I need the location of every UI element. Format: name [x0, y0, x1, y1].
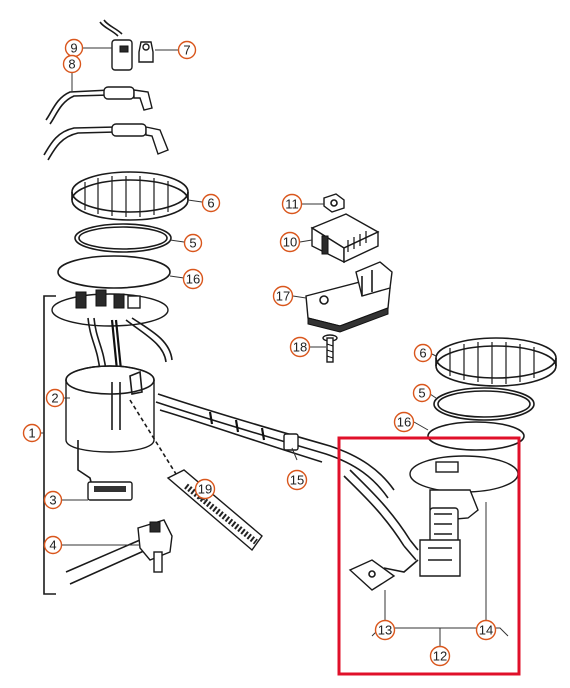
svg-text:14: 14: [479, 623, 493, 638]
callout-9: 9: [64, 38, 84, 58]
pump-module-part-1: [43, 289, 173, 595]
locking-ring-part-6-left: [71, 171, 189, 221]
cap-part-7: [138, 41, 154, 63]
relay-bracket-part-10: [310, 213, 380, 264]
callout-6-left: 6: [201, 193, 221, 213]
callout-2: 2: [45, 388, 65, 408]
svg-text:16: 16: [397, 415, 411, 430]
svg-text:16: 16: [186, 272, 200, 287]
svg-text:4: 4: [49, 538, 56, 553]
svg-text:7: 7: [183, 43, 190, 58]
svg-text:6: 6: [419, 346, 426, 361]
callout-12: 12: [429, 645, 451, 667]
callout-15: 15: [286, 469, 308, 491]
callout-16-left: 16: [182, 268, 204, 290]
svg-text:8: 8: [68, 57, 75, 72]
highlight-box: [337, 436, 521, 676]
svg-text:1: 1: [28, 426, 35, 441]
svg-text:6: 6: [207, 196, 214, 211]
svg-text:18: 18: [293, 340, 307, 355]
svg-text:5: 5: [189, 236, 196, 251]
filter-hose-part-19: [129, 399, 263, 552]
svg-text:17: 17: [276, 289, 290, 304]
hoses-part-8: [43, 86, 169, 161]
callout-14: 14: [475, 619, 497, 641]
nut-part-11: [323, 193, 345, 213]
svg-text:15: 15: [290, 473, 304, 488]
svg-text:2: 2: [51, 391, 58, 406]
callout-11: 11: [281, 193, 303, 215]
callout-10: 10: [279, 231, 301, 253]
callout-19: 19: [194, 478, 216, 500]
callout-3: 3: [43, 490, 63, 510]
gasket-part-16-right: [427, 421, 525, 451]
svg-text:19: 19: [198, 482, 212, 497]
callout-8: 8: [62, 54, 82, 74]
callout-18: 18: [289, 336, 311, 358]
seal-part-5-left: [74, 223, 172, 253]
callout-1: 1: [22, 423, 42, 443]
callout-4: 4: [43, 535, 63, 555]
sender-assembly-part-12: [343, 455, 519, 591]
svg-text:3: 3: [49, 493, 56, 508]
svg-text:9: 9: [70, 41, 77, 56]
callout-6-right: 6: [413, 343, 433, 363]
callout-5-right: 5: [412, 383, 432, 403]
mounting-bracket-part-17: [305, 261, 393, 333]
fuel-line-part-15: [155, 393, 395, 499]
svg-text:12: 12: [433, 649, 447, 664]
leader-lines: [36, 47, 509, 646]
fuel-gauge-sender-part-3: [77, 440, 133, 501]
callout-13: 13: [374, 619, 396, 641]
svg-text:13: 13: [378, 623, 392, 638]
callout-17: 17: [272, 285, 294, 307]
svg-text:5: 5: [418, 386, 425, 401]
bolt-part-18: [322, 334, 338, 363]
callout-16-right: 16: [393, 411, 415, 433]
locking-ring-part-6-right: [435, 337, 557, 387]
seal-part-5-right-inner: [437, 390, 531, 418]
suction-jet-part-4: [65, 519, 173, 585]
seal-part-5-right: [433, 387, 535, 421]
callout-7: 7: [177, 40, 197, 60]
svg-text:10: 10: [283, 235, 297, 250]
gasket-part-16-left: [57, 255, 171, 289]
connector-part-9: [99, 19, 133, 71]
seal-part-5-left-inner: [78, 226, 168, 250]
callout-5-left: 5: [183, 233, 203, 253]
svg-text:11: 11: [285, 197, 299, 212]
